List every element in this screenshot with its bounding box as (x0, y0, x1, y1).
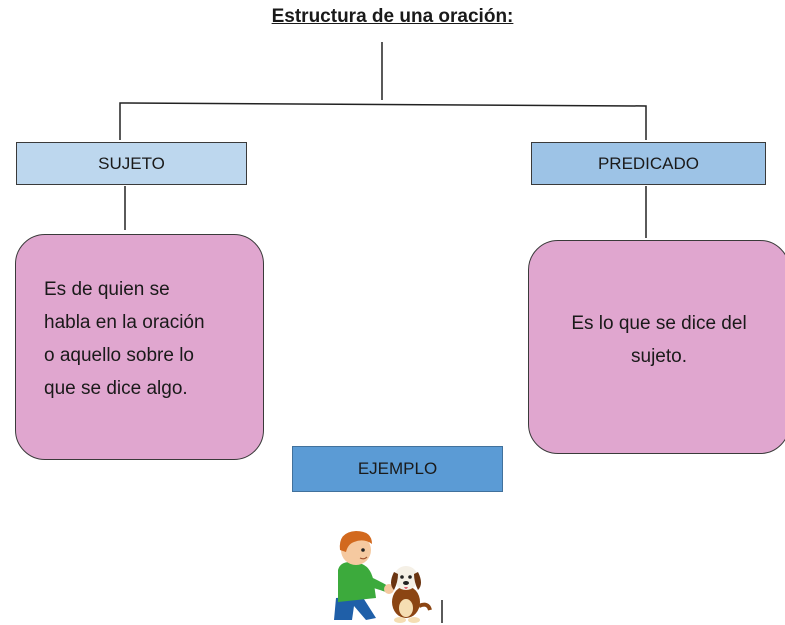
dog-head (394, 566, 418, 590)
dog-tongue (404, 587, 408, 589)
branch-line (119, 102, 647, 140)
boy-smile (359, 556, 368, 560)
dog-paw (394, 617, 406, 623)
dog-tail (418, 602, 432, 611)
dog-eye (408, 575, 412, 579)
predicado-definition-line: Es lo que se dice del (571, 313, 747, 334)
dog-chest (399, 599, 413, 617)
boy-hand (384, 584, 394, 594)
boy-arm (360, 574, 388, 592)
predicado-definition-line: sujeto. (631, 346, 687, 367)
dog-left-ear (391, 572, 398, 590)
dog-eye (400, 575, 404, 579)
sujeto-definition-line: o aquello sobre lo (44, 345, 194, 366)
boy-eye (361, 548, 365, 552)
ejemplo-box: EJEMPLO (292, 446, 503, 492)
dog-right-ear (414, 572, 421, 590)
boy-shirt (338, 562, 376, 602)
dog-nose (403, 581, 409, 585)
predicado-box: PREDICADO (531, 142, 766, 185)
sujeto-definition-line: Es de quien se (44, 279, 170, 300)
sujeto-definition-line: que se dice algo. (44, 378, 188, 399)
sujeto-definition-line: habla en la oración (44, 312, 205, 333)
dog-paw (408, 617, 420, 623)
sujeto-box: SUJETO (16, 142, 247, 185)
boy-with-dog-illustration (334, 531, 443, 623)
sujeto-definition-box: Es de quien se habla en la oración o aqu… (15, 234, 264, 460)
boy-jeans (334, 596, 376, 620)
diagram-title: Estructura de una oración: (271, 6, 514, 27)
boy-hair (339, 531, 372, 552)
predicado-definition-box: Es lo que se dice del sujeto. (528, 240, 785, 454)
